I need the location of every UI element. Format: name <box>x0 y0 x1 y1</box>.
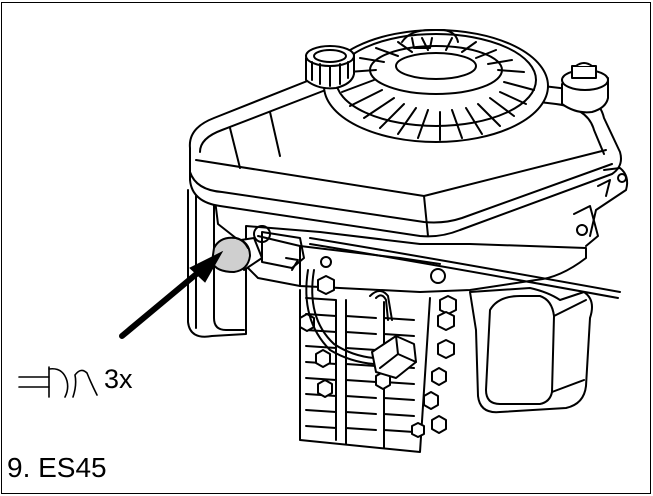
finger-press-icon <box>18 366 98 398</box>
crankcase <box>245 225 587 293</box>
primer-bulb <box>211 236 251 273</box>
muffler <box>469 287 593 414</box>
fan-housing <box>323 29 549 143</box>
arrow-icon <box>119 250 224 339</box>
throttle-cable <box>309 237 621 293</box>
press-count-label: 3x <box>104 364 133 394</box>
bolts <box>299 275 457 438</box>
oil-fill-cap <box>305 45 355 90</box>
spark-plug-lead <box>305 269 375 365</box>
fuel-cap <box>561 62 609 114</box>
figure-caption: 9. ES45 <box>7 452 107 483</box>
left-bracket <box>187 189 247 338</box>
cylinder-fins <box>299 289 431 453</box>
